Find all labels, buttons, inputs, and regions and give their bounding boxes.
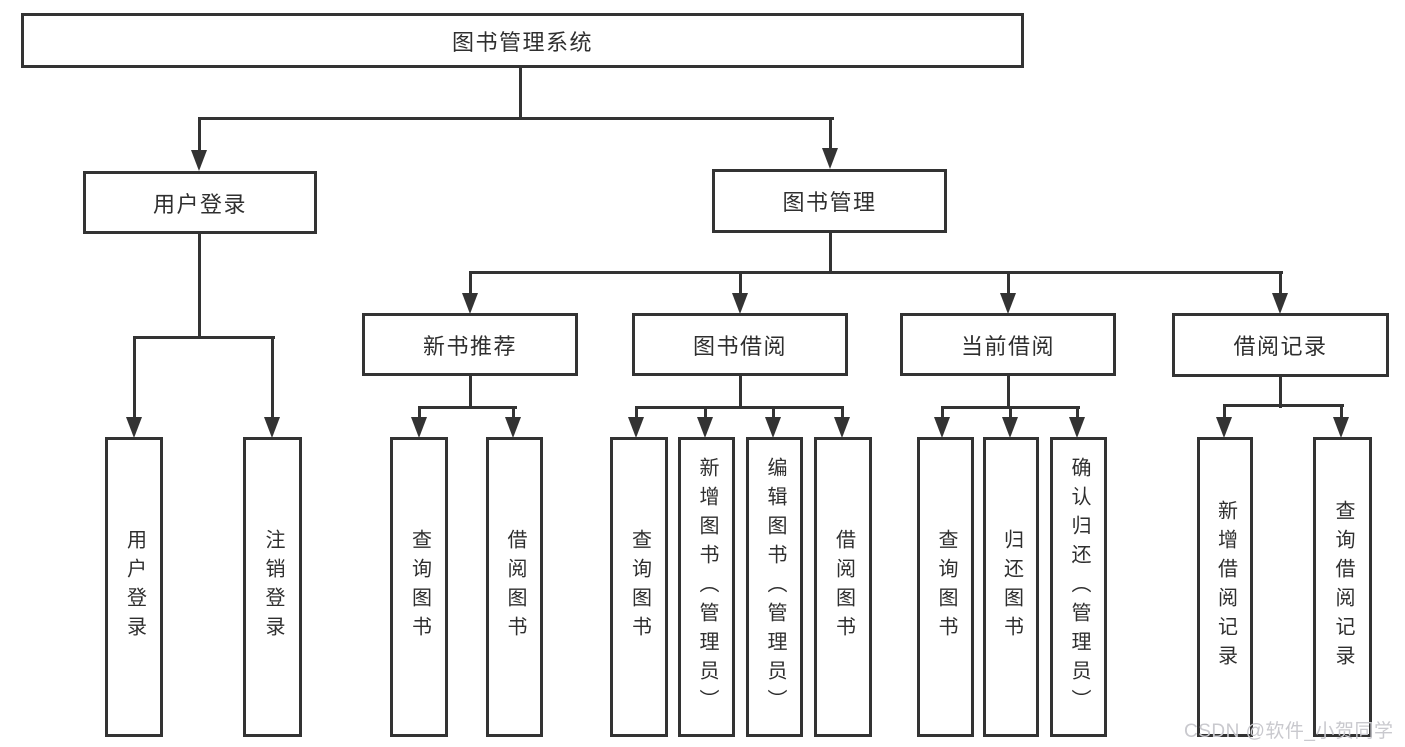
node-library-system: 图书管理系统 bbox=[21, 13, 1024, 68]
node-borrow-records: 借阅记录 bbox=[1172, 313, 1389, 377]
connector-line bbox=[1223, 404, 1226, 420]
arrowhead-down-icon bbox=[1216, 417, 1232, 438]
connector-line bbox=[1279, 375, 1282, 408]
connector-line bbox=[739, 374, 742, 409]
leaf-query-books-2: 查询图书 bbox=[610, 437, 668, 737]
csdn-watermark: CSDN @软件_小贺同学 bbox=[1184, 721, 1394, 742]
arrowhead-down-icon bbox=[628, 417, 644, 438]
leaf-query-borrow-record: 查询借阅记录 bbox=[1313, 437, 1372, 737]
node-label: 借阅图书 bbox=[504, 529, 526, 645]
connector-line bbox=[1009, 406, 1012, 421]
connector-line bbox=[271, 336, 274, 420]
arrowhead-down-icon bbox=[697, 417, 713, 438]
node-label: 新书推荐 bbox=[422, 333, 517, 359]
node-label: 借阅记录 bbox=[1233, 334, 1328, 359]
node-label: 当前借阅 bbox=[960, 333, 1055, 359]
leaf-logout: 注销登录 bbox=[243, 437, 302, 737]
connector-line bbox=[519, 66, 522, 119]
leaf-add-borrow-record: 新增借阅记录 bbox=[1197, 437, 1253, 737]
connector-line bbox=[829, 231, 832, 274]
leaf-return-books: 归还图书 bbox=[983, 437, 1039, 737]
node-label: 归还图书 bbox=[1000, 529, 1023, 645]
node-label: 确认归还（管理员） bbox=[1068, 456, 1090, 718]
arrowhead-down-icon bbox=[765, 417, 781, 438]
node-label: 查询借阅记录 bbox=[1332, 500, 1354, 674]
connector-line bbox=[941, 406, 944, 421]
leaf-borrow-books-1: 借阅图书 bbox=[486, 437, 543, 737]
connector-line bbox=[1076, 406, 1079, 421]
arrowhead-down-icon bbox=[732, 293, 748, 314]
leaf-user-login: 用户登录 bbox=[105, 437, 163, 737]
leaf-add-books-admin: 新增图书（管理员） bbox=[678, 437, 735, 737]
connector-line bbox=[198, 117, 201, 153]
arrowhead-down-icon bbox=[1272, 293, 1288, 314]
connector-line bbox=[841, 406, 844, 421]
node-user-login: 用户登录 bbox=[83, 171, 317, 234]
arrowhead-down-icon bbox=[462, 293, 478, 314]
arrowhead-down-icon bbox=[834, 417, 850, 438]
arrowhead-down-icon bbox=[822, 148, 838, 169]
arrowhead-down-icon bbox=[505, 417, 521, 438]
connector-line bbox=[133, 336, 136, 420]
node-label: 图书管理系统 bbox=[451, 29, 593, 55]
leaf-edit-books-admin: 编辑图书（管理员） bbox=[746, 437, 803, 737]
arrowhead-down-icon bbox=[934, 417, 950, 438]
node-label: 借阅图书 bbox=[832, 529, 855, 645]
arrowhead-down-icon bbox=[1333, 417, 1349, 438]
connector-line bbox=[704, 406, 707, 421]
node-label: 用户登录 bbox=[152, 191, 247, 217]
node-current-borrowing: 当前借阅 bbox=[900, 313, 1116, 376]
node-book-borrowing: 图书借阅 bbox=[632, 313, 848, 376]
leaf-query-books-3: 查询图书 bbox=[917, 437, 974, 737]
leaf-confirm-return-admin: 确认归还（管理员） bbox=[1050, 437, 1107, 737]
connector-line bbox=[198, 117, 834, 120]
arrowhead-down-icon bbox=[191, 150, 207, 171]
node-label: 图书管理 bbox=[782, 190, 877, 215]
connector-line bbox=[469, 271, 472, 296]
connector-line bbox=[469, 374, 472, 409]
connector-line bbox=[198, 232, 201, 339]
connector-line bbox=[469, 271, 1283, 274]
node-new-book-recommend: 新书推荐 bbox=[362, 313, 578, 376]
node-book-management: 图书管理 bbox=[712, 169, 947, 233]
arrowhead-down-icon bbox=[126, 417, 142, 438]
leaf-borrow-books-2: 借阅图书 bbox=[814, 437, 872, 737]
connector-line bbox=[418, 406, 517, 409]
node-label: 图书借阅 bbox=[692, 333, 787, 359]
connector-line bbox=[512, 406, 515, 421]
connector-line bbox=[133, 336, 275, 339]
connector-line bbox=[1340, 404, 1343, 420]
arrowhead-down-icon bbox=[264, 417, 280, 438]
node-label: 查询图书 bbox=[408, 529, 431, 645]
arrowhead-down-icon bbox=[1002, 417, 1018, 438]
connector-line bbox=[739, 271, 742, 296]
node-label: 编辑图书（管理员） bbox=[764, 456, 786, 718]
arrowhead-down-icon bbox=[1000, 293, 1016, 314]
connector-line bbox=[418, 406, 421, 421]
node-label: 查询图书 bbox=[935, 529, 957, 645]
leaf-query-books-1: 查询图书 bbox=[390, 437, 448, 737]
node-label: 查询图书 bbox=[628, 529, 651, 645]
connector-line bbox=[1007, 374, 1010, 409]
connector-line bbox=[635, 406, 638, 421]
connector-line bbox=[1279, 271, 1282, 296]
arrowhead-down-icon bbox=[411, 417, 427, 438]
connector-line bbox=[1007, 271, 1010, 296]
connector-line bbox=[772, 406, 775, 421]
node-label: 注销登录 bbox=[262, 529, 284, 645]
node-label: 新增借阅记录 bbox=[1214, 500, 1237, 674]
node-label: 新增图书（管理员） bbox=[696, 456, 718, 718]
connector-line bbox=[1223, 404, 1344, 407]
connector-line bbox=[829, 117, 832, 152]
arrowhead-down-icon bbox=[1069, 417, 1085, 438]
node-label: 用户登录 bbox=[123, 529, 146, 645]
connector-line bbox=[635, 406, 844, 409]
